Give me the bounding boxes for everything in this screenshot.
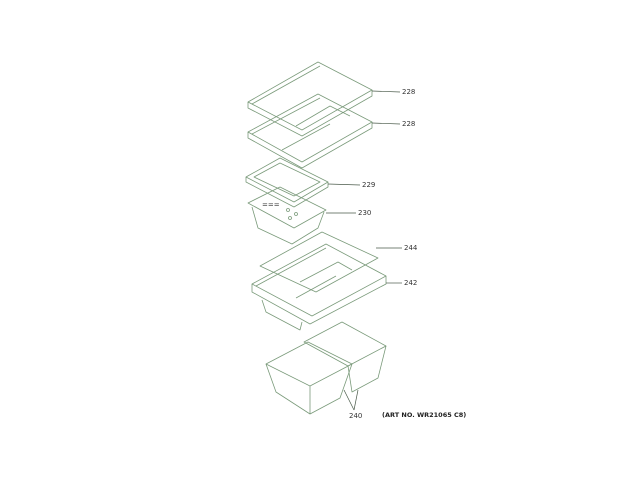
glass-shelf-upper xyxy=(247,61,373,137)
glass-shelf-lower xyxy=(247,93,373,169)
snack-pan: === xyxy=(247,186,327,245)
leader-line-228b xyxy=(371,122,401,125)
leader-line-229 xyxy=(327,183,361,186)
leader-line-228a xyxy=(371,90,401,93)
part-label-228: 228 xyxy=(402,120,415,128)
art-number: (ART NO. WR21065 C8) xyxy=(382,411,466,419)
part-label-230: 230 xyxy=(358,209,371,217)
svg-text:===: === xyxy=(262,201,280,209)
crisper-cover xyxy=(251,243,387,331)
crisper-cover-frame xyxy=(245,157,329,208)
crisper-drawers xyxy=(265,321,387,415)
part-label-228: 228 xyxy=(402,88,415,96)
crisper-glass xyxy=(259,231,379,293)
leader-line-240b xyxy=(353,389,359,411)
part-label-244: 244 xyxy=(404,244,418,252)
part-label-229: 229 xyxy=(362,181,375,189)
leader-line-240a xyxy=(343,389,355,411)
part-label-240: 240 xyxy=(349,412,362,420)
part-label-242: 242 xyxy=(404,279,417,287)
